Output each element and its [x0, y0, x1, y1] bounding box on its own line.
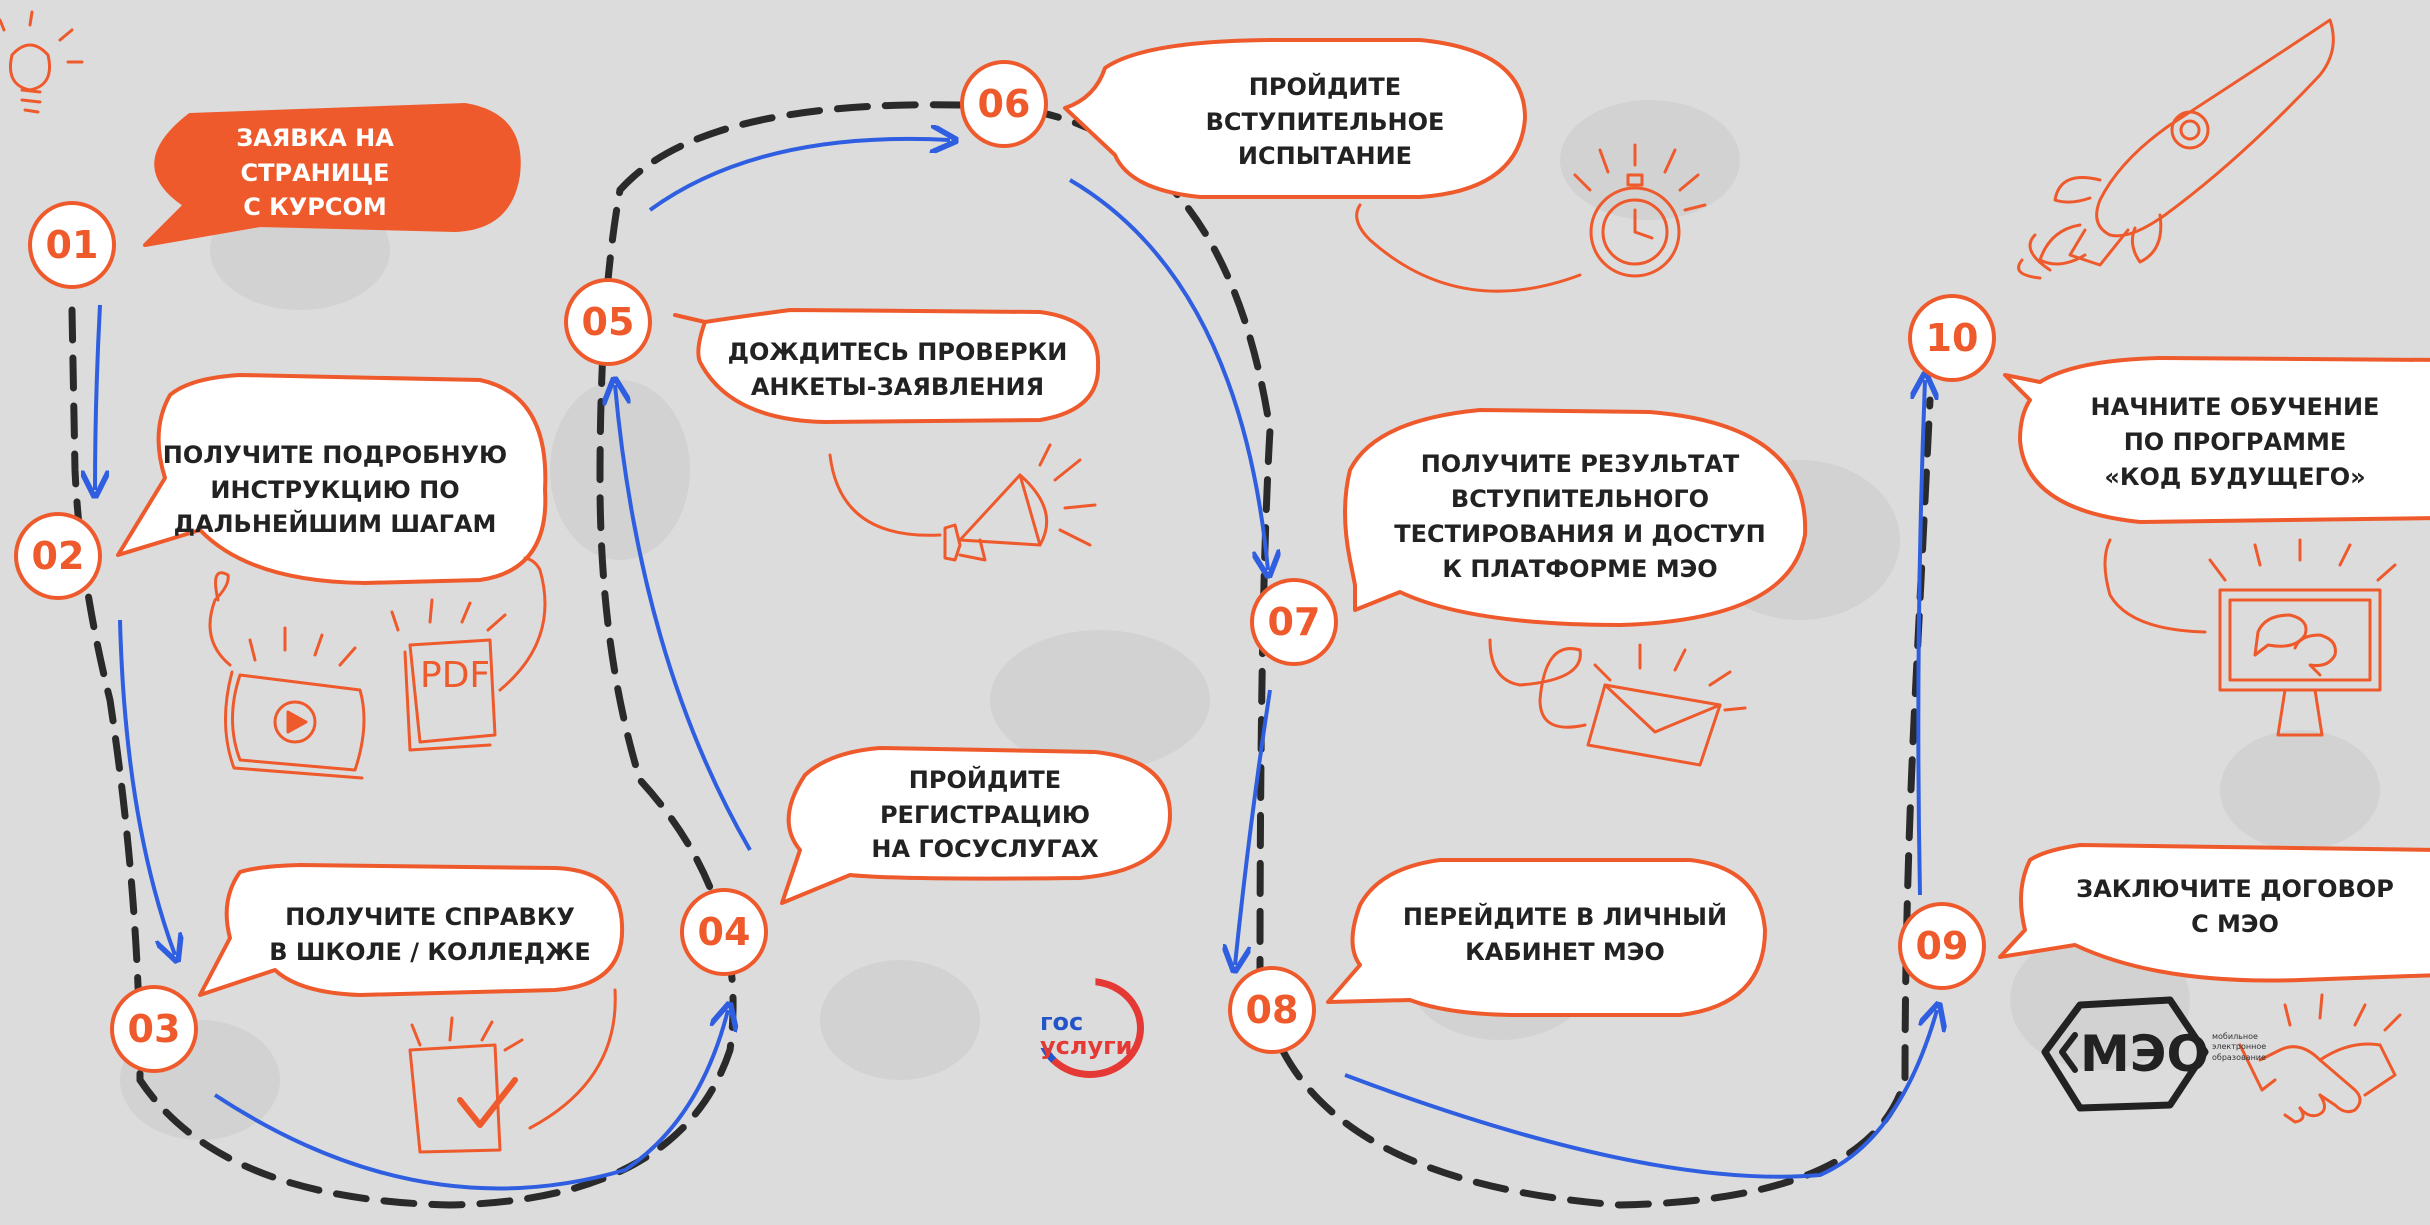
bubble-01 [143, 103, 521, 247]
bubble-08 [1326, 858, 1767, 1017]
step-06-number: 06 [960, 60, 1048, 148]
arrow-05-06 [648, 139, 950, 212]
bubble-05 [673, 308, 1101, 424]
bubble-06 [1063, 38, 1527, 199]
step-07-number: 07 [1250, 578, 1338, 666]
bubble-03 [198, 863, 625, 997]
arrow-09-10 [1918, 380, 1925, 896]
bubble-09 [1998, 843, 2430, 983]
step-04-number: 04 [680, 888, 768, 976]
dashed-road [68, 101, 1934, 1209]
bubble-02 [116, 373, 548, 585]
megaphone-icon [828, 443, 1097, 562]
meo-logo-bracket [2059, 1032, 2078, 1073]
step-02-number: 02 [14, 512, 102, 600]
monitor-chat-icon [2103, 538, 2397, 737]
stopwatch-icon [1355, 143, 1707, 293]
bubble-04 [780, 746, 1172, 905]
arrow-01-02 [95, 304, 100, 490]
step-08-number: 08 [1228, 966, 1316, 1054]
arrow-08-09 [1344, 1010, 1937, 1179]
bubble-10 [2003, 356, 2430, 524]
certificate-icon [408, 988, 617, 1154]
arrow-07-08 [1235, 689, 1272, 965]
step-01-text: ЗАЯВКА НА СТРАНИЦЕ С КУРСОМ [236, 123, 394, 222]
lightbulb-icon [0, 10, 84, 114]
video-icon [208, 571, 366, 780]
envelope-icon [1488, 638, 1747, 767]
step-05-number: 05 [564, 278, 652, 366]
speech-bubbles [116, 38, 2430, 1017]
step-03-text: ПОЛУЧИТЕ СПРАВКУ В ШКОЛЕ / КОЛЛЕДЖЕ [269, 903, 591, 966]
step-10-text: НАЧНИТЕ ОБУЧЕНИЕ ПО ПРОГРАММЕ «КОД БУДУЩ… [2090, 393, 2380, 491]
step-08-text: ПЕРЕЙДИТЕ В ЛИЧНЫЙ КАБИНЕТ МЭО [1402, 903, 1728, 966]
arrow-06-07 [1068, 178, 1268, 570]
step-10-number: 10 [1908, 294, 1996, 382]
pdf-icon-label: PDF [420, 655, 491, 696]
step-02-text: ПОЛУЧИТЕ ПОДРОБНУЮ ИНСТРУКЦИЮ ПО ДАЛЬНЕЙ… [162, 440, 508, 539]
arrow-03-04 [213, 1010, 728, 1191]
arrow-02-03 [118, 619, 175, 955]
step-arrows [95, 139, 1937, 1191]
pdf-icon [390, 556, 547, 752]
step-05-text: ДОЖДИТЕСЬ ПРОВЕРКИ АНКЕТЫ-ЗАЯВЛЕНИЯ [727, 338, 1068, 401]
step-09-number: 09 [1898, 902, 1986, 990]
arrow-04-05 [615, 385, 752, 852]
step-09-text: ЗАКЛЮЧИТЕ ДОГОВОР С МЭО [2076, 875, 2394, 938]
gosuslugi-line2: услуги [1040, 1032, 1133, 1060]
bubble-07 [1343, 408, 1808, 627]
step-04-text: ПРОЙДИТЕ РЕГИСТРАЦИЮ НА ГОСУСЛУГАХ [871, 765, 1099, 864]
meo-logo-mark [2041, 996, 2209, 1112]
step-01-number: 01 [28, 201, 116, 289]
handshake-icon [2238, 993, 2402, 1124]
step-07-text: ПОЛУЧИТЕ РЕЗУЛЬТАТ ВСТУПИТЕЛЬНОГО ТЕСТИР… [1394, 450, 1766, 583]
gosuslugi-logo: гос услуги [1030, 978, 1150, 1078]
rocket-icon [2017, 18, 2335, 280]
step-03-number: 03 [110, 985, 198, 1073]
meo-logo-text: МЭО [2080, 1025, 2209, 1083]
gosuslugi-line1: гос [1040, 1008, 1084, 1036]
meo-logo-caption: мобильное электронное образование [2212, 1032, 2267, 1062]
step-06-text: ПРОЙДИТЕ ВСТУПИТЕЛЬНОЕ ИСПЫТАНИЕ [1205, 72, 1445, 171]
